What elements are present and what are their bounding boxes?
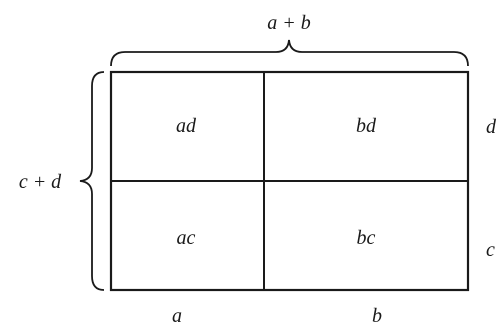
- cell-bottom-right: bc: [357, 227, 376, 249]
- cell-bottom-left: ac: [177, 227, 196, 249]
- left-label: c + d: [19, 171, 62, 193]
- bottom-label-right: b: [372, 305, 382, 327]
- top-brace: [110, 39, 469, 67]
- right-label-bottom: c: [486, 239, 495, 261]
- cell-top-right: bd: [356, 115, 377, 137]
- right-label-top: d: [486, 116, 497, 138]
- top-label: a + b: [267, 12, 311, 34]
- bottom-label-left: a: [172, 305, 182, 327]
- cell-top-left: ad: [176, 115, 197, 137]
- left-brace: [79, 71, 105, 291]
